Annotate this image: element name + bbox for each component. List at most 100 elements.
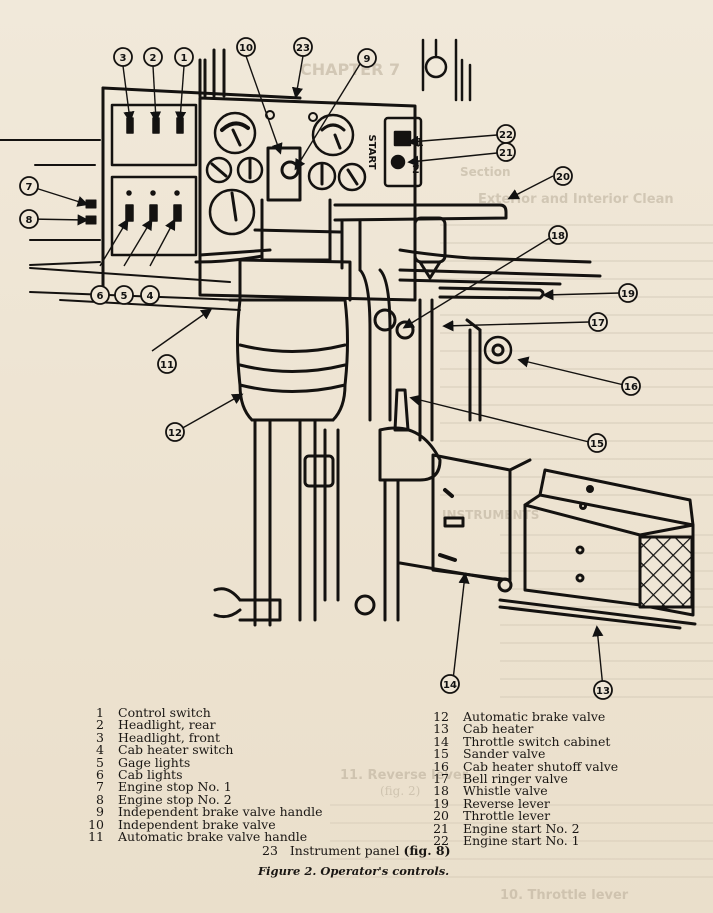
svg-text:12: 12 [168,428,182,439]
leader-12 [178,393,244,431]
callout-6: 6 [90,285,110,305]
svg-text:19: 19 [621,289,635,300]
callout-14: 14 [440,674,460,694]
bleed-heading-throttle: 10. Throttle lever [500,888,629,903]
headlight-switches [126,117,184,134]
svg-text:22: 22 [499,130,513,141]
svg-text:20: 20 [556,172,570,183]
callout-18: 18 [548,225,568,245]
leader-20 [507,175,554,200]
callout-9: 9 [357,48,377,68]
bleed-chapter-heading: CHAPTER 7 [300,60,401,79]
reverse-lever [398,248,602,300]
sander-valve [378,388,442,622]
leader-14 [452,572,470,681]
callout-13: 13 [593,680,613,700]
leader-1 [175,65,187,123]
svg-text:8: 8 [26,215,33,226]
throttle-switch-cabinet [398,453,532,593]
callout-7: 7 [19,176,39,196]
callout-5: 5 [114,285,134,305]
leader-15 [409,394,590,443]
leader-18 [402,235,554,329]
callout-23: 23 [293,37,313,57]
svg-text:7: 7 [26,182,33,193]
light-switches [125,190,182,222]
piping [358,268,513,442]
svg-text:15: 15 [590,439,604,450]
callout-4: 4 [140,285,160,305]
svg-text:11: 11 [160,360,174,371]
callout-19: 19 [618,283,638,303]
svg-text:14: 14 [443,680,457,691]
callout-20: 20 [553,166,573,186]
callout-10: 10 [236,37,256,57]
figure-caption: Figure 2. Operator's controls. [258,864,450,878]
callout-8: 8 [19,209,39,229]
svg-text:2: 2 [150,53,157,64]
top-fitting [421,38,472,102]
callout-17: 17 [588,312,608,332]
svg-text:6: 6 [97,291,104,302]
leader-17 [442,320,590,332]
svg-text:3: 3 [120,53,127,64]
callout-3: 3 [113,47,133,67]
legend-bottom-ref: (fig. 8) [403,843,451,858]
bleed-section-label: Section [460,165,511,179]
callout-leaders [28,55,625,689]
svg-text:4: 4 [147,291,154,302]
engine-stop-buttons [85,199,97,225]
brake-valve-assembly [194,146,352,627]
start-number-2: 2 [412,163,420,176]
floor-fittings [213,587,376,619]
cab-wall-lines [0,139,241,311]
callout-15: 15 [587,433,607,453]
svg-text:1: 1 [181,53,188,64]
leader-9 [294,55,366,171]
leader-21 [407,152,498,167]
instrument-panel [198,96,417,302]
leader-23 [291,55,304,99]
callout-12: 12 [165,422,185,442]
start-label: START 1 2 [366,134,424,176]
start-number-1: 1 [416,136,424,149]
svg-text:17: 17 [591,318,605,329]
legend-bottom-item: 23 Instrument panel (fig. 8) [262,843,451,858]
leader-10 [245,55,283,155]
svg-text:23: 23 [296,43,310,54]
start-label-text: START [366,134,377,169]
svg-text:18: 18 [551,231,565,242]
svg-text:10: 10 [239,43,253,54]
bleed-heading-reverse-ref: (fig. 2) [380,784,420,798]
leader-6 [99,218,129,267]
leader-3 [122,65,135,123]
callout-21: 21 [496,142,516,162]
leader-13 [592,625,604,689]
callout-22: 22 [496,124,516,144]
svg-text:9: 9 [364,54,371,65]
cab-heater [498,468,697,630]
bleed-text-lines-3 [330,790,713,890]
